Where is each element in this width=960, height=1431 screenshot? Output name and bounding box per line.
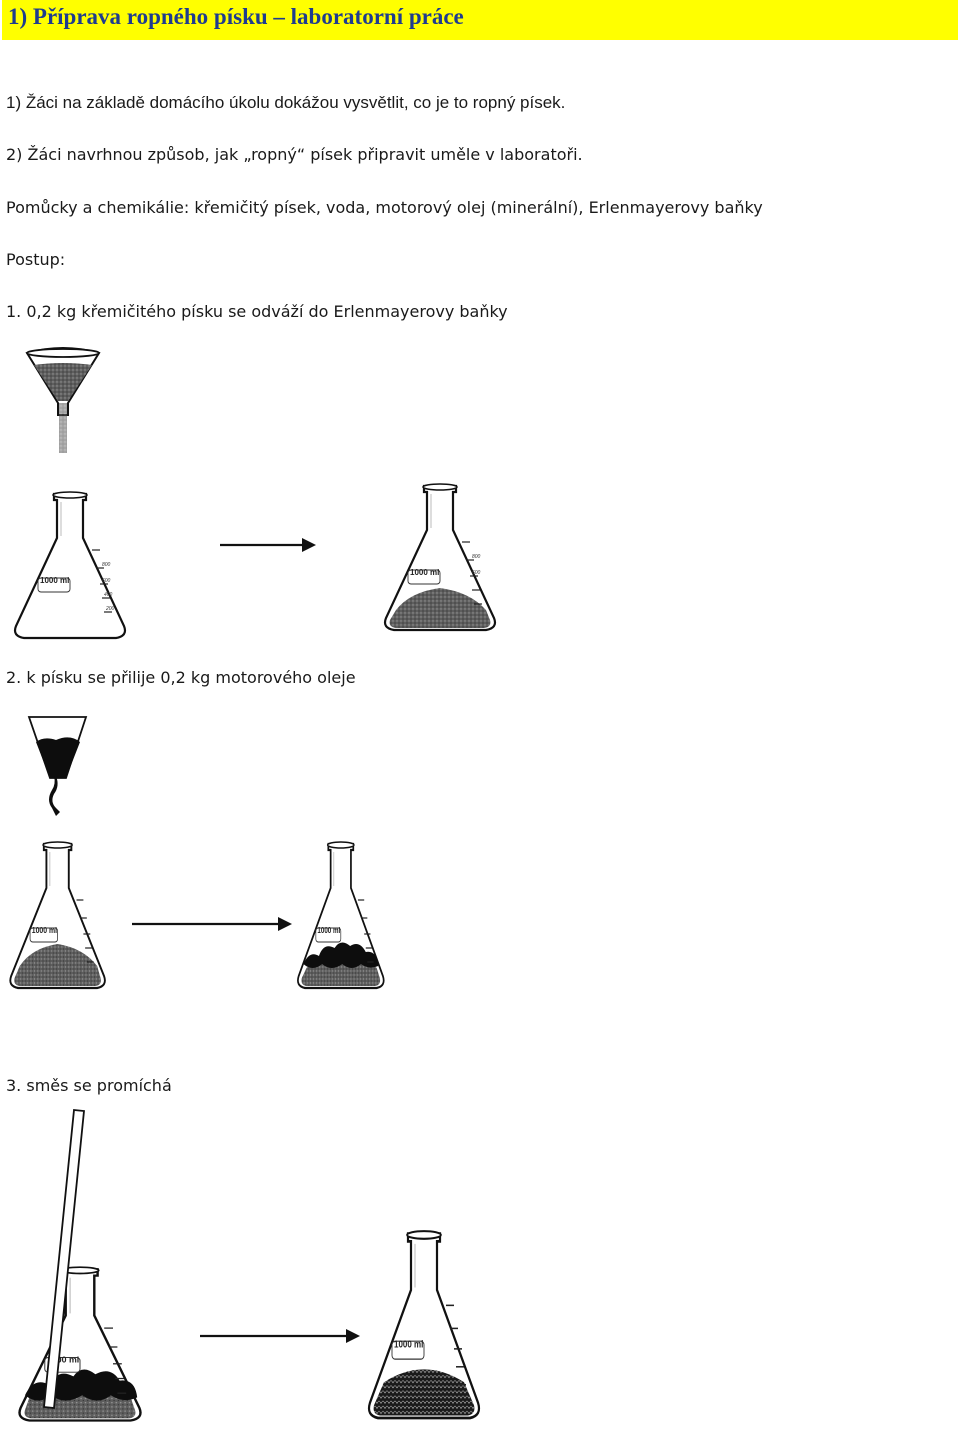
flask-volume-label: 1000 ml	[32, 925, 57, 935]
flask-volume-label: 1000 ml	[47, 1355, 79, 1365]
intro-item-2: 2) Žáci navrhnou způsob, jak „ropný“ pís…	[6, 145, 583, 164]
flask-stirring-illustration: 1000 ml	[18, 1109, 142, 1422]
flask-with-oil-sand-mixture: 1000 ml	[367, 1229, 481, 1420]
flask-volume-label: 1000 ml	[394, 1339, 423, 1350]
step-2-text: 2. k písku se přilije 0,2 kg motorového …	[6, 668, 356, 687]
stirring-rod	[43, 1109, 85, 1409]
step-3-text: 3. směs se promíchá	[6, 1076, 172, 1095]
step-1-text: 1. 0,2 kg křemičitého písku se odváží do…	[6, 302, 508, 321]
flask-scale-mark: 200	[105, 606, 115, 612]
flask-scale-mark: 800	[472, 554, 481, 560]
flask-with-sand: 1000 ml	[9, 840, 106, 990]
flask-scale-mark: 800	[102, 562, 111, 568]
materials-text: Pomůcky a chemikálie: křemičitý písek, v…	[6, 198, 763, 217]
arrow-right-icon	[220, 538, 316, 552]
funnel-sand-illustration	[25, 347, 101, 453]
flask-volume-label: 1000 ml	[40, 576, 69, 585]
arrow-right-icon	[132, 917, 292, 931]
flask-with-sand-and-oil: 1000 ml	[296, 840, 385, 990]
page-title: 1) Příprava ropného písku – laboratorní …	[8, 4, 464, 29]
arrow-right-icon	[200, 1329, 360, 1343]
procedure-heading: Postup:	[6, 250, 66, 269]
flask-volume-label: 1000 ml	[317, 926, 340, 935]
funnel-oil-illustration	[27, 716, 88, 816]
intro-item-1: 1) Žáci na základě domácího úkolu dokážo…	[6, 93, 566, 112]
flask-scale-mark: 600	[102, 578, 111, 584]
flask-volume-label: 1000 ml	[410, 568, 439, 577]
flask-empty: 1000 ml 800 600 400 200	[13, 490, 127, 640]
title-banner: 1) Příprava ropného písku – laboratorní …	[2, 0, 958, 40]
flask-scale-mark: 600	[472, 570, 481, 576]
flask-with-sand: 1000 ml 800 600	[383, 482, 497, 632]
flask-scale-mark: 400	[104, 592, 113, 598]
